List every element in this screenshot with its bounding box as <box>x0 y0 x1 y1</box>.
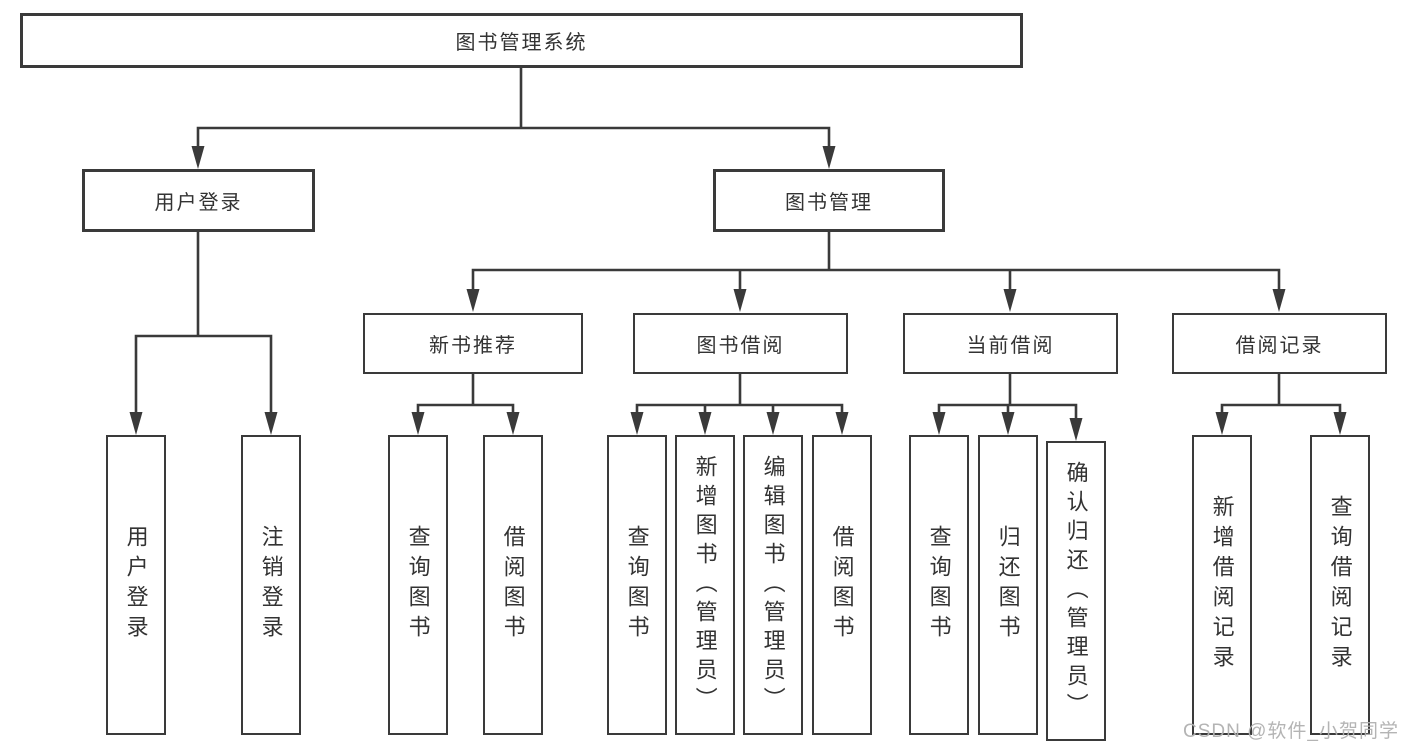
arrow-icon <box>466 289 480 312</box>
node-label: 归还图书 <box>995 525 1021 645</box>
node-borrow-record: 借阅记录 <box>1172 313 1387 374</box>
csdn-watermark: CSDN @软件_小贺同学 <box>1183 721 1399 742</box>
node-label: 图书借阅 <box>696 335 785 357</box>
arrow-icon <box>129 412 143 435</box>
leaf-return-book: 归还图书 <box>978 435 1038 735</box>
node-label: 新书推荐 <box>429 335 517 357</box>
arrow-icon <box>1069 418 1083 441</box>
arrow-icon <box>1001 412 1015 435</box>
arrow-icon <box>1003 289 1017 312</box>
node-label: 查询图书 <box>624 525 650 645</box>
node-label: 新增借阅记录 <box>1209 495 1235 675</box>
arrow-icon <box>1272 289 1286 312</box>
node-label: 查询借阅记录 <box>1327 495 1353 675</box>
node-label: 查询图书 <box>926 525 952 645</box>
arrow-icon <box>822 146 836 169</box>
arrow-icon <box>264 412 278 435</box>
node-label: 确认归还（管理员） <box>1063 460 1089 722</box>
arrow-icon <box>932 412 946 435</box>
node-label: 查询图书 <box>405 525 431 645</box>
leaf-query-book-3: 查询图书 <box>909 435 969 735</box>
node-label: 图书管理系统 <box>455 32 588 54</box>
arrow-icon <box>766 412 780 435</box>
connector-new-book-children <box>416 372 515 420</box>
leaf-add-borrow-record: 新增借阅记录 <box>1192 435 1252 735</box>
connector-user-login-children <box>134 230 273 420</box>
leaf-confirm-return-admin: 确认归还（管理员） <box>1046 441 1106 741</box>
node-book-borrow: 图书借阅 <box>633 313 848 374</box>
arrowheads <box>129 146 1347 441</box>
node-label: 新增图书（管理员） <box>692 454 718 716</box>
leaf-query-borrow-record: 查询借阅记录 <box>1310 435 1370 735</box>
node-label: 用户登录 <box>154 192 243 214</box>
arrow-icon <box>411 412 425 435</box>
leaf-query-book-1: 查询图书 <box>388 435 448 735</box>
node-current-borrow: 当前借阅 <box>903 313 1118 374</box>
arrow-icon <box>1333 412 1347 435</box>
leaf-edit-book-admin: 编辑图书（管理员） <box>743 435 803 735</box>
node-book-management-branch: 图书管理 <box>713 169 945 232</box>
leaf-query-book-2: 查询图书 <box>607 435 667 735</box>
connector-borrow-record-children <box>1220 372 1342 420</box>
arrow-icon <box>630 412 644 435</box>
node-label: 编辑图书（管理员） <box>760 454 786 716</box>
node-library-management-system: 图书管理系统 <box>20 13 1023 68</box>
arrow-icon <box>191 146 205 169</box>
arrow-icon <box>835 412 849 435</box>
leaf-borrow-book-2: 借阅图书 <box>812 435 872 735</box>
node-label: 图书管理 <box>785 192 873 214</box>
leaf-logout: 注销登录 <box>241 435 301 735</box>
node-user-login-branch: 用户登录 <box>82 169 315 232</box>
connector-book-borrow-children <box>635 372 844 420</box>
node-label: 借阅记录 <box>1235 335 1324 357</box>
connector-root-to-level2 <box>196 66 831 154</box>
arrow-icon <box>1215 412 1229 435</box>
leaf-add-book-admin: 新增图书（管理员） <box>675 435 735 735</box>
arrow-icon <box>506 412 520 435</box>
node-label: 用户登录 <box>123 525 149 645</box>
leaf-user-login: 用户登录 <box>106 435 166 735</box>
node-new-book-recommend: 新书推荐 <box>363 313 583 374</box>
arrow-icon <box>698 412 712 435</box>
connector-current-borrow-children <box>937 372 1078 426</box>
connector-book-management-children <box>471 230 1281 297</box>
node-label: 注销登录 <box>258 525 284 645</box>
arrow-icon <box>733 289 747 312</box>
node-label: 借阅图书 <box>829 525 855 645</box>
node-label: 借阅图书 <box>500 525 526 645</box>
node-label: 当前借阅 <box>966 335 1055 357</box>
leaf-borrow-book-1: 借阅图书 <box>483 435 543 735</box>
